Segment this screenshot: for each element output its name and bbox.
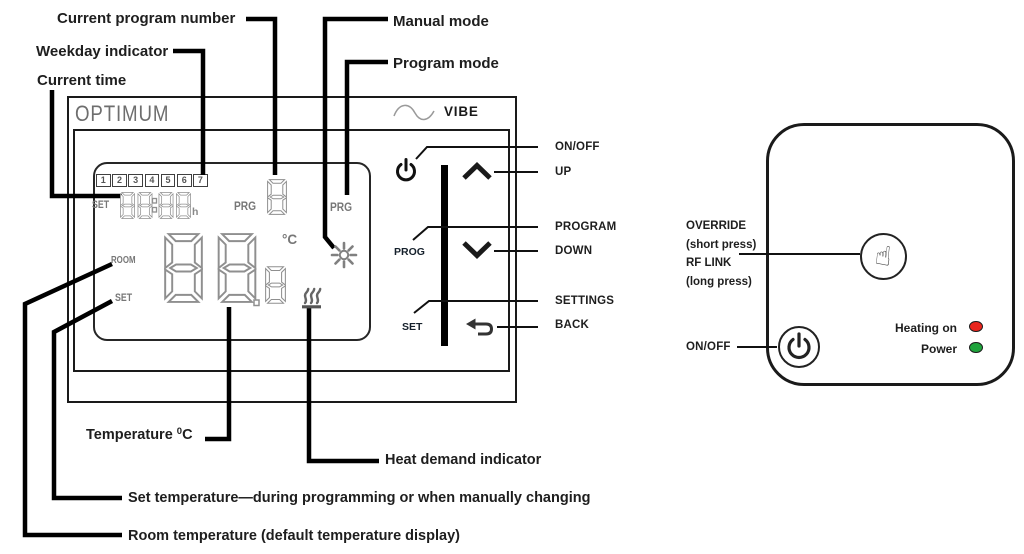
set-button[interactable]: SET bbox=[402, 321, 423, 333]
room-label: ROOM bbox=[111, 254, 136, 266]
receiver-onoff-button[interactable] bbox=[778, 326, 820, 368]
weekday-box: 2 bbox=[112, 174, 127, 187]
callout-set-temperature: Set temperature—during programming or wh… bbox=[128, 490, 591, 506]
temperature-text: Temperature bbox=[86, 427, 173, 443]
thermostat-body bbox=[67, 96, 517, 403]
brand-logo: OPTIMUM bbox=[75, 101, 170, 126]
celsius-unit: °C bbox=[282, 232, 298, 247]
callout-temperature: Temperature 0C bbox=[86, 426, 193, 443]
callout-onoff: ON/OFF bbox=[555, 141, 600, 153]
power-label: Power bbox=[920, 342, 957, 356]
callout-override-rf-link: OVERRIDE (short press) RF LINK (long pre… bbox=[686, 217, 756, 291]
callout-receiver-onoff: ON/OFF bbox=[686, 341, 731, 353]
callout-back: BACK bbox=[555, 319, 590, 331]
override-line: OVERRIDE bbox=[686, 220, 747, 232]
weekday-box: 3 bbox=[128, 174, 143, 187]
callout-current-time: Current time bbox=[37, 72, 127, 89]
callout-room-temperature: Room temperature (default temperature di… bbox=[128, 528, 460, 544]
callout-heat-demand: Heat demand indicator bbox=[385, 452, 542, 468]
lcd-display bbox=[93, 162, 371, 341]
set-temp-label: SET bbox=[115, 292, 133, 304]
weekday-box: 4 bbox=[144, 174, 160, 187]
weekday-box: 6 bbox=[176, 174, 192, 187]
time-set-label: SET bbox=[92, 199, 110, 211]
callout-manual-mode: Manual mode bbox=[393, 13, 489, 30]
heating-led bbox=[969, 321, 983, 332]
long-press-line: (long press) bbox=[686, 275, 752, 288]
callout-program: PROGRAM bbox=[555, 221, 617, 233]
button-divider bbox=[441, 165, 448, 346]
rf-link-line: RF LINK bbox=[686, 257, 732, 270]
prog-button[interactable]: PROG bbox=[394, 246, 425, 258]
weekday-box: 5 bbox=[160, 174, 176, 187]
callout-down: DOWN bbox=[555, 245, 593, 257]
model-name: VIBE bbox=[444, 104, 479, 119]
program-label: PRG bbox=[234, 199, 257, 213]
temperature-unit-text: C bbox=[182, 427, 193, 443]
weekday-indicator: 1 2 3 4 5 6 7 bbox=[96, 174, 208, 187]
heating-on-label: Heating on bbox=[895, 321, 957, 335]
override-rf-link-button[interactable]: ☝ bbox=[860, 233, 907, 280]
callout-weekday-indicator: Weekday indicator bbox=[36, 43, 169, 60]
power-led bbox=[969, 342, 983, 353]
weekday-box: 7 bbox=[193, 174, 208, 187]
program-mode-indicator: PRG bbox=[330, 200, 353, 214]
short-press-line: (short press) bbox=[686, 238, 757, 251]
callout-settings: SETTINGS bbox=[555, 295, 615, 307]
hour-unit-label: h bbox=[192, 206, 199, 218]
callout-up: UP bbox=[555, 166, 572, 178]
weekday-box: 1 bbox=[96, 174, 111, 187]
temperature-sup: 0 bbox=[176, 426, 183, 437]
hand-press-icon: ☝ bbox=[873, 240, 894, 273]
callout-program-mode: Program mode bbox=[393, 55, 499, 72]
callout-current-program-number: Current program number bbox=[57, 10, 236, 27]
